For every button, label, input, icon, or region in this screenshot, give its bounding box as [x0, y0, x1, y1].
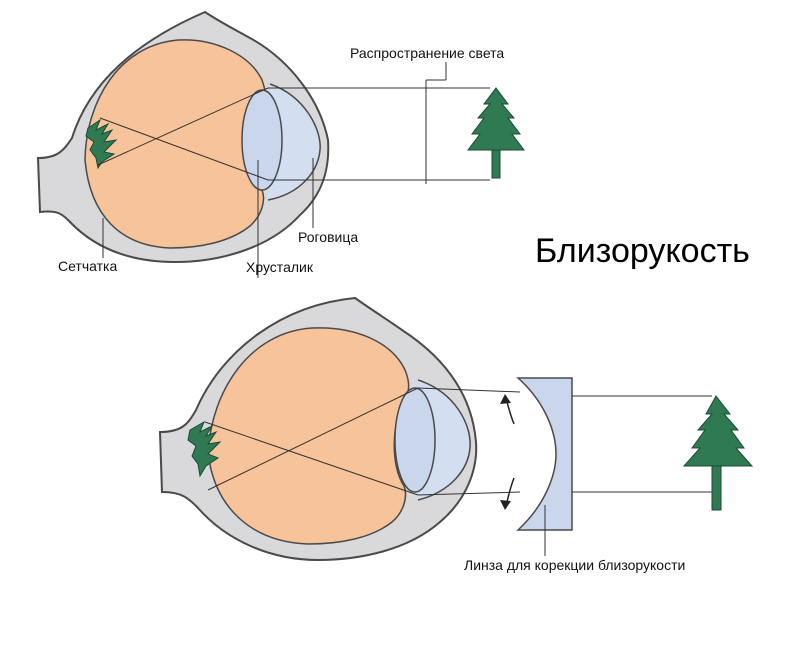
diagram-title: Близорукость: [535, 232, 750, 270]
lens-bottom: [394, 387, 436, 493]
label-retina: Сетчатка: [58, 258, 117, 274]
vitreous-top: [84, 39, 267, 249]
eye-bottom: [158, 296, 754, 562]
tree-icon-bottom: [682, 395, 754, 511]
label-light-propagation: Распространение света: [350, 45, 504, 61]
arrow-down-icon: [500, 477, 515, 510]
tree-icon: [467, 87, 525, 179]
label-cornea: Роговица: [298, 229, 358, 245]
lens-top: [241, 89, 283, 191]
cornea-top: [267, 83, 321, 201]
label-lens: Хрусталик: [246, 259, 314, 275]
arrow-up-icon: [500, 394, 515, 425]
image-tree-icon-bottom: [187, 420, 222, 478]
correction-lens: [516, 377, 573, 531]
image-tree-icon: [85, 118, 118, 170]
eye-top: [36, 10, 525, 278]
label-correction-lens: Линза для корекции близорукости: [464, 557, 685, 573]
